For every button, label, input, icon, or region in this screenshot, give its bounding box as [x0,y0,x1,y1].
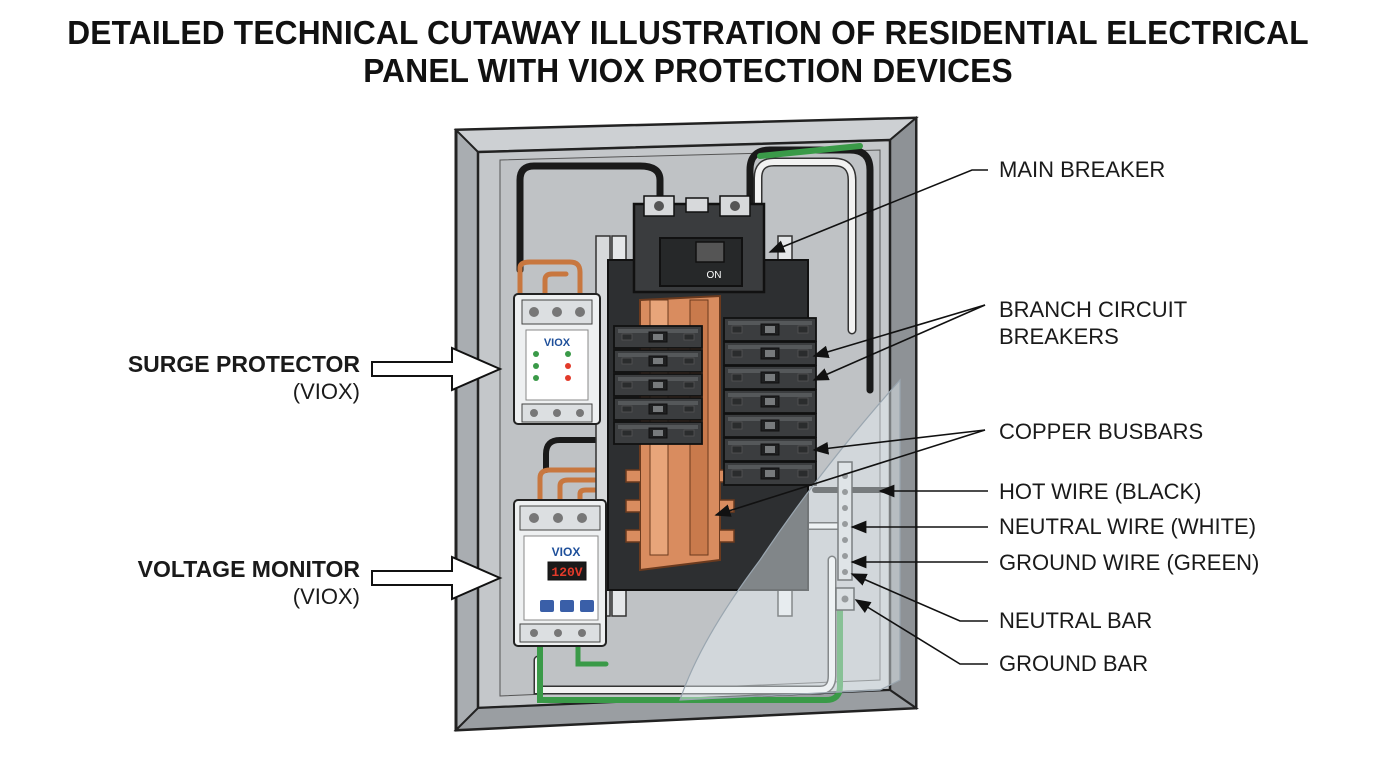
label-hot-wire: HOT WIRE (BLACK) [999,479,1202,504]
label-surge-protector-sub: (VIOX) [292,379,360,404]
ground-bar [835,587,855,611]
leader-ground-bar [854,599,988,665]
label-ground-bar: GROUND BAR [999,651,1149,676]
breaker-module [723,389,817,414]
label-voltage-monitor: VOLTAGE MONITOR (VIOX) [138,555,360,611]
label-surge-protector: SURGE PROTECTOR (VIOX) [128,350,360,406]
title-line-1: DETAILED TECHNICAL CUTAWAY ILLUSTRATION … [67,14,1309,51]
ground-wires [537,143,863,703]
label-branch-line-1: BRANCH CIRCUIT [999,297,1188,322]
surge-protector-device [513,293,601,425]
leader-branch-2 [812,304,986,381]
leader-branch-1 [812,304,986,359]
breaker-module [723,437,817,462]
breaker-module [723,317,817,342]
neutral-bar [837,461,853,581]
voltage-monitor-device [513,499,607,647]
breaker-module [613,421,703,445]
breaker-module [613,349,703,373]
clear-cover [679,378,901,701]
surge-brand-text: VIOX [544,337,571,349]
voltage-reading-display: 120V [551,565,582,580]
leader-neutral-bar [850,573,988,622]
label-surge-protector-main: SURGE PROTECTOR [127,351,360,377]
breaker-module [723,413,817,438]
copper-wires [517,259,625,503]
diagram-title: DETAILED TECHNICAL CUTAWAY ILLUSTRATION … [28,14,1349,90]
leader-main-breaker [768,169,988,253]
breaker-module [613,325,703,349]
left-branch-breakers [613,325,703,445]
leader-busbar-1 [812,429,986,455]
leader-lines [714,169,988,665]
label-neutral-bar: NEUTRAL BAR [999,608,1153,633]
breaker-module [613,397,703,421]
label-ground-wire: GROUND WIRE (GREEN) [999,550,1260,575]
voltage-brand-text: VIOX [552,545,581,559]
outline-arrow-right-icon [371,555,503,601]
title-line-2: PANEL WITH VIOX PROTECTION DEVICES [363,52,1013,89]
label-neutral-wire: NEUTRAL WIRE (WHITE) [999,514,1257,539]
label-voltage-monitor-sub: (VIOX) [292,584,360,609]
label-main-breaker: MAIN BREAKER [999,157,1166,182]
breaker-module [613,373,703,397]
outline-arrow-right-icon [371,346,503,392]
main-breaker [632,195,766,294]
label-voltage-monitor-main: VOLTAGE MONITOR [137,556,360,582]
label-branch-line-2: BREAKERS [999,324,1119,349]
main-breaker-on-label: ON [707,270,722,281]
breaker-module [723,461,817,486]
label-copper-busbars: COPPER BUSBARS [999,419,1204,444]
right-branch-breakers [723,317,817,486]
breaker-module [723,365,817,390]
breaker-module [723,341,817,366]
leader-busbar-2 [714,429,986,517]
